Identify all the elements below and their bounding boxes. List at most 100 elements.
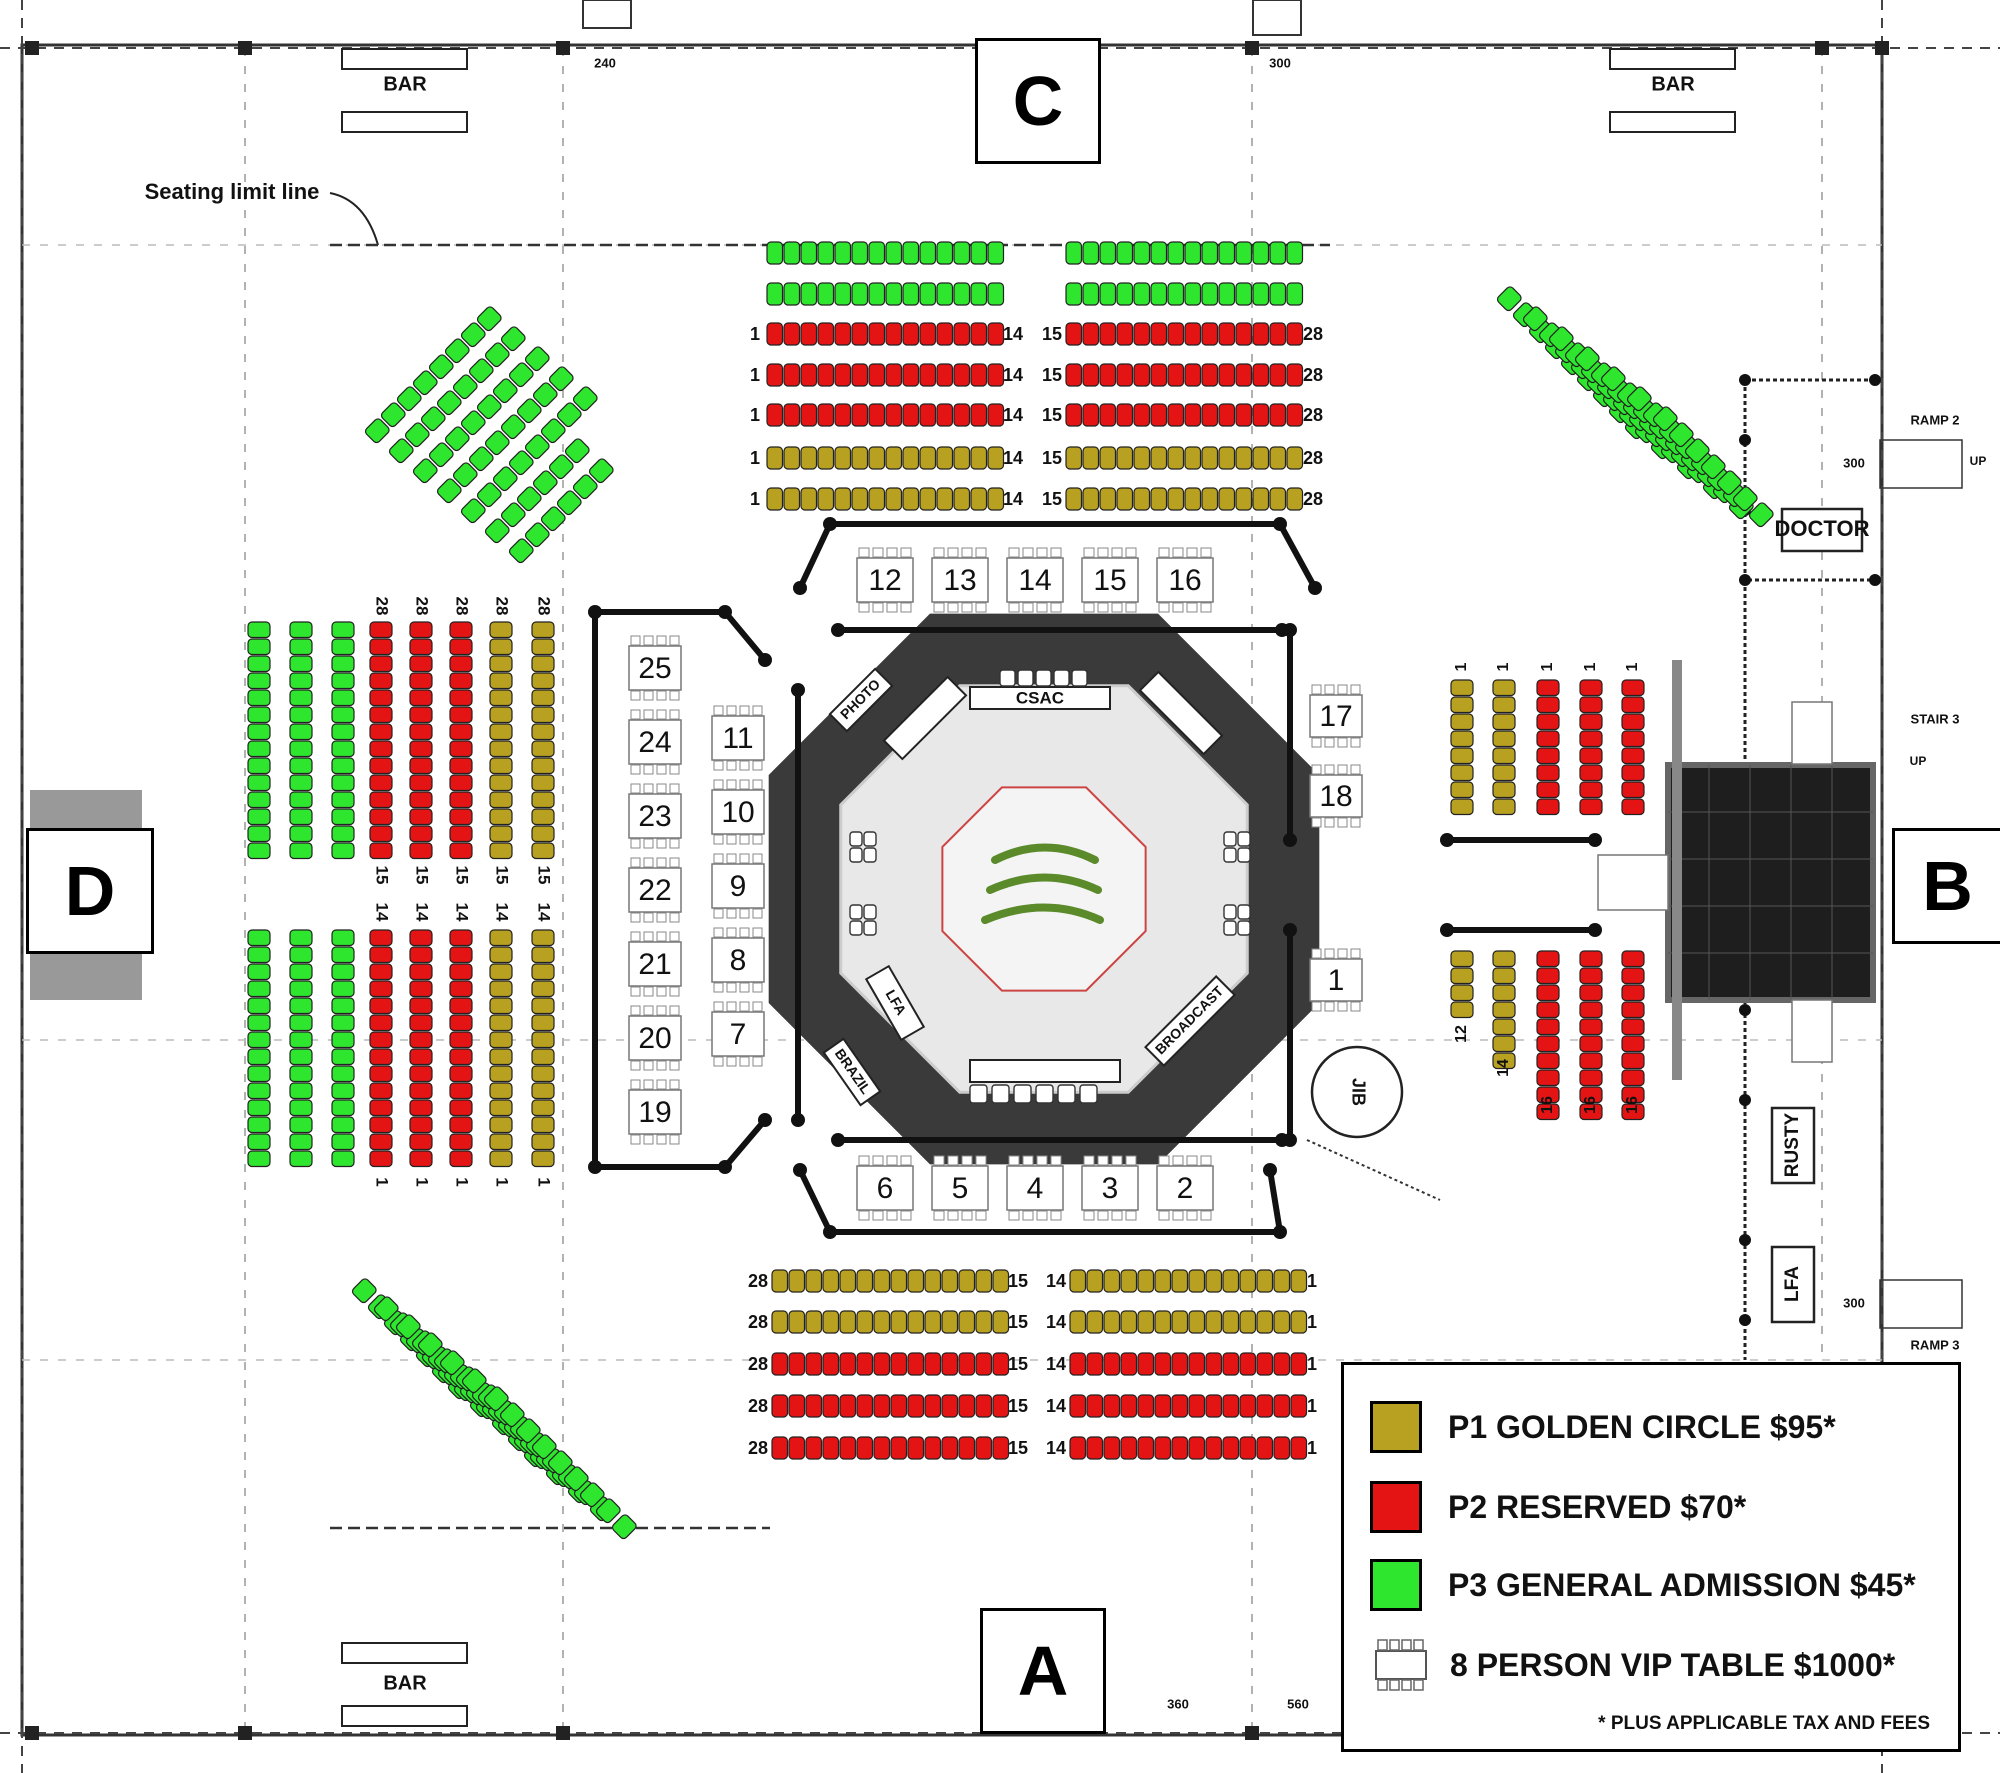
seat-row-diag-top-left[interactable] <box>388 325 527 464</box>
seat[interactable] <box>409 1150 433 1168</box>
seat[interactable] <box>1137 1352 1155 1376</box>
seat[interactable] <box>1621 764 1645 782</box>
seat[interactable] <box>1492 781 1516 799</box>
seat[interactable] <box>369 1099 393 1117</box>
cage-side-seat[interactable] <box>991 1084 1010 1104</box>
vip-chair[interactable] <box>726 908 737 919</box>
vip-chair[interactable] <box>1158 1155 1170 1166</box>
seat[interactable] <box>1668 421 1695 448</box>
vip-chair[interactable] <box>1022 602 1034 613</box>
seat[interactable] <box>1218 446 1236 470</box>
seat[interactable] <box>508 449 535 476</box>
seat[interactable] <box>800 282 818 306</box>
seat[interactable] <box>1536 798 1560 816</box>
vip-chair[interactable] <box>1111 547 1123 558</box>
seat-row-bottom-right[interactable] <box>1069 1394 1308 1418</box>
seat[interactable] <box>924 1269 942 1293</box>
seat[interactable] <box>489 1065 513 1083</box>
seat[interactable] <box>1536 967 1560 985</box>
seat[interactable] <box>924 1436 942 1460</box>
seat[interactable] <box>1492 1035 1516 1053</box>
seat[interactable] <box>331 672 355 690</box>
seat[interactable] <box>444 425 471 452</box>
seat[interactable] <box>766 403 784 427</box>
seat[interactable] <box>1273 1394 1291 1418</box>
seat[interactable] <box>1184 446 1202 470</box>
seat[interactable] <box>936 363 954 387</box>
vip-chair[interactable] <box>656 1005 667 1016</box>
vip-table-bottom-row[interactable] <box>931 1155 989 1221</box>
seat[interactable] <box>500 413 527 440</box>
seat[interactable] <box>449 740 473 758</box>
seat[interactable] <box>547 1449 574 1476</box>
seat[interactable] <box>1103 1352 1121 1376</box>
seat-row-right-upper[interactable] <box>1621 679 1645 816</box>
seat[interactable] <box>1239 1394 1257 1418</box>
seat[interactable] <box>489 621 513 639</box>
vip-chair[interactable] <box>643 1060 654 1071</box>
seat[interactable] <box>396 385 423 412</box>
seat[interactable] <box>1069 1352 1087 1376</box>
seat[interactable] <box>489 655 513 673</box>
seat[interactable] <box>1256 1310 1274 1334</box>
seat[interactable] <box>409 1099 433 1117</box>
seat[interactable] <box>548 453 575 480</box>
seat[interactable] <box>1621 1069 1645 1087</box>
vip-chair[interactable] <box>752 779 763 790</box>
seat[interactable] <box>890 1352 908 1376</box>
seat[interactable] <box>1579 1103 1603 1121</box>
seat[interactable] <box>1579 967 1603 985</box>
seat-row-left-lower[interactable] <box>331 929 355 1168</box>
seat[interactable] <box>987 241 1005 265</box>
seat[interactable] <box>409 1014 433 1032</box>
seat[interactable] <box>409 929 433 947</box>
seat-row-right-upper[interactable] <box>1579 679 1603 816</box>
seat[interactable] <box>970 487 988 511</box>
seat[interactable] <box>531 1150 555 1168</box>
seat[interactable] <box>369 655 393 673</box>
seat[interactable] <box>247 842 271 860</box>
seat[interactable] <box>449 1048 473 1066</box>
seat[interactable] <box>1286 363 1304 387</box>
seat[interactable] <box>856 1394 874 1418</box>
seat[interactable] <box>1536 713 1560 731</box>
seat[interactable] <box>436 477 463 504</box>
vip-table-top[interactable] <box>628 867 682 913</box>
seat[interactable] <box>941 1394 959 1418</box>
seat[interactable] <box>885 363 903 387</box>
seat[interactable] <box>856 1310 874 1334</box>
seat[interactable] <box>409 1082 433 1100</box>
seat[interactable] <box>1621 1001 1645 1019</box>
seat-row-top-left[interactable] <box>766 403 1005 427</box>
seat[interactable] <box>395 1313 422 1340</box>
seat[interactable] <box>489 946 513 964</box>
seat[interactable] <box>369 1048 393 1066</box>
seat[interactable] <box>783 446 801 470</box>
seat-row-bottom-right[interactable] <box>1069 1436 1308 1460</box>
seat[interactable] <box>1222 1436 1240 1460</box>
seat[interactable] <box>1235 322 1253 346</box>
seat[interactable] <box>247 655 271 673</box>
cage-side-seat[interactable] <box>1223 920 1237 936</box>
seat[interactable] <box>489 689 513 707</box>
vip-table-left-outer[interactable] <box>628 1079 682 1145</box>
section-a-label[interactable]: A <box>980 1608 1106 1734</box>
seat[interactable] <box>834 446 852 470</box>
seat[interactable] <box>449 997 473 1015</box>
vip-chair[interactable] <box>1172 547 1184 558</box>
seat[interactable] <box>1252 241 1270 265</box>
seat[interactable] <box>1103 1269 1121 1293</box>
seat[interactable] <box>817 322 835 346</box>
seat[interactable] <box>1188 1352 1206 1376</box>
seat[interactable] <box>412 369 439 396</box>
seat[interactable] <box>1120 1310 1138 1334</box>
seat-row-left-upper[interactable] <box>489 621 513 860</box>
seat[interactable] <box>1120 1269 1138 1293</box>
seat[interactable] <box>369 1150 393 1168</box>
seat[interactable] <box>449 1082 473 1100</box>
seat[interactable] <box>958 1352 976 1376</box>
seat[interactable] <box>1082 363 1100 387</box>
seat[interactable] <box>531 1433 558 1460</box>
seat-row-left-upper[interactable] <box>531 621 555 860</box>
seat[interactable] <box>1450 1001 1474 1019</box>
